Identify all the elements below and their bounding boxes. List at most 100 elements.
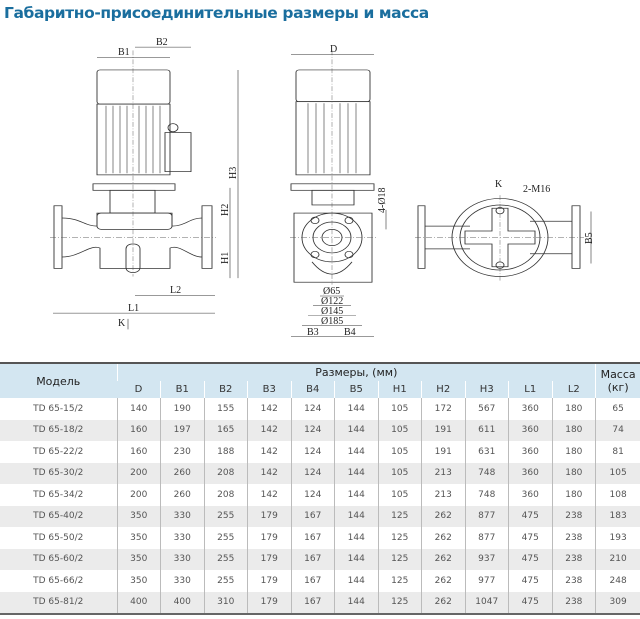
- cell-l2: 238: [551, 570, 596, 592]
- cell-b2: 208: [203, 462, 248, 484]
- cell-d: 200: [116, 484, 161, 506]
- cell-h1: 125: [377, 591, 422, 614]
- cell-b5: 144: [334, 419, 378, 441]
- label-l1: L1: [128, 303, 139, 314]
- mass-cell: 309: [595, 591, 640, 614]
- label-h1: H1: [220, 252, 231, 264]
- label-h3: H3: [228, 167, 239, 179]
- cell-b5: 144: [334, 548, 378, 570]
- cell-l1: 475: [508, 591, 552, 614]
- model-cell: TD 65-34/2: [33, 489, 84, 500]
- label-k-top: K: [495, 179, 503, 190]
- mass-cell: 193: [595, 527, 640, 549]
- side-view: [53, 69, 213, 273]
- page-title: Габаритно-присоединительные размеры и ма…: [4, 4, 429, 22]
- label-d185: Ø185: [321, 316, 343, 327]
- cell-l2: 238: [551, 591, 596, 614]
- cell-b4: 124: [290, 398, 335, 420]
- cell-l2: 180: [551, 398, 596, 420]
- cell-l1: 360: [508, 398, 552, 420]
- cell-d: 160: [116, 441, 161, 463]
- cell-h3: 977: [464, 570, 509, 592]
- cell-l1: 360: [508, 419, 552, 441]
- model-cell: TD 65-22/2: [33, 446, 84, 457]
- cell-b1: 197: [160, 419, 204, 441]
- column-header-b3: B3: [247, 381, 291, 398]
- cell-h2: 191: [421, 441, 465, 463]
- cell-l1: 475: [508, 527, 552, 549]
- column-header-b4: B4: [290, 381, 335, 398]
- mass-cell: 108: [595, 484, 640, 506]
- cell-b2: 255: [203, 548, 248, 570]
- cell-b5: 144: [334, 527, 378, 549]
- header-model: Модель: [0, 363, 117, 398]
- cell-h2: 262: [421, 505, 465, 527]
- cell-h2: 213: [421, 484, 465, 506]
- cell-b3: 179: [247, 548, 291, 570]
- cell-b4: 124: [290, 441, 335, 463]
- cell-h1: 125: [377, 570, 422, 592]
- cell-l1: 360: [508, 484, 552, 506]
- cell-b5: 144: [334, 462, 378, 484]
- cell-b4: 167: [290, 548, 335, 570]
- cell-b3: 179: [247, 570, 291, 592]
- label-b3: B3: [307, 327, 319, 338]
- cell-b4: 167: [290, 570, 335, 592]
- mass-cell: 65: [595, 398, 640, 420]
- cell-b2: 155: [203, 398, 248, 420]
- cell-b3: 142: [247, 419, 291, 441]
- model-cell: TD 65-50/2: [33, 532, 84, 543]
- cell-l1: 360: [508, 441, 552, 463]
- cell-b1: 330: [160, 570, 204, 592]
- cell-h1: 125: [377, 505, 422, 527]
- column-header-l2: L2: [551, 381, 596, 398]
- cell-d: 350: [116, 548, 161, 570]
- column-header-h2: H2: [421, 381, 465, 398]
- cell-h3: 937: [464, 548, 509, 570]
- cell-b4: 124: [290, 462, 335, 484]
- cell-b4: 124: [290, 419, 335, 441]
- cell-b3: 179: [247, 527, 291, 549]
- model-cell: TD 65-15/2: [33, 403, 84, 414]
- column-header-h3: H3: [464, 381, 509, 398]
- mass-cell: 105: [595, 462, 640, 484]
- front-view: [290, 69, 375, 283]
- cell-b1: 400: [160, 591, 204, 614]
- column-header-b2: B2: [203, 381, 248, 398]
- cell-l2: 238: [551, 505, 596, 527]
- cell-l1: 475: [508, 570, 552, 592]
- cell-b2: 165: [203, 419, 248, 441]
- cell-h1: 105: [377, 419, 422, 441]
- cell-b4: 124: [290, 484, 335, 506]
- cell-b5: 144: [334, 570, 378, 592]
- column-header-d: D: [117, 381, 161, 398]
- cell-d: 160: [116, 419, 161, 441]
- column-header-l1: L1: [508, 381, 552, 398]
- label-holes: 4-Ø18: [377, 187, 388, 213]
- cell-b2: 310: [203, 591, 248, 614]
- cell-d: 400: [116, 591, 161, 614]
- dimension-labels: B1 B2 H3 H2 H1 L2 L1 K D 4-Ø18 Ø65 Ø122 …: [118, 37, 595, 338]
- model-cell: TD 65-60/2: [0, 548, 117, 570]
- cell-h2: 262: [421, 570, 465, 592]
- cell-h1: 125: [377, 527, 422, 549]
- mass-cell: 248: [595, 570, 640, 592]
- label-b4: B4: [344, 327, 356, 338]
- cell-b3: 142: [247, 462, 291, 484]
- column-header-b5: B5: [334, 381, 378, 398]
- cell-h2: 191: [421, 419, 465, 441]
- cell-d: 350: [116, 527, 161, 549]
- cell-b4: 167: [290, 591, 335, 614]
- mass-cell: 210: [595, 548, 640, 570]
- cell-b5: 144: [334, 591, 378, 614]
- cell-l2: 180: [551, 419, 596, 441]
- header-dimensions: Размеры, (мм): [116, 363, 596, 381]
- cell-b2: 255: [203, 570, 248, 592]
- cell-b5: 144: [334, 484, 378, 506]
- cell-b4: 167: [290, 527, 335, 549]
- cell-h3: 1047: [464, 591, 509, 614]
- cell-h2: 262: [421, 591, 465, 614]
